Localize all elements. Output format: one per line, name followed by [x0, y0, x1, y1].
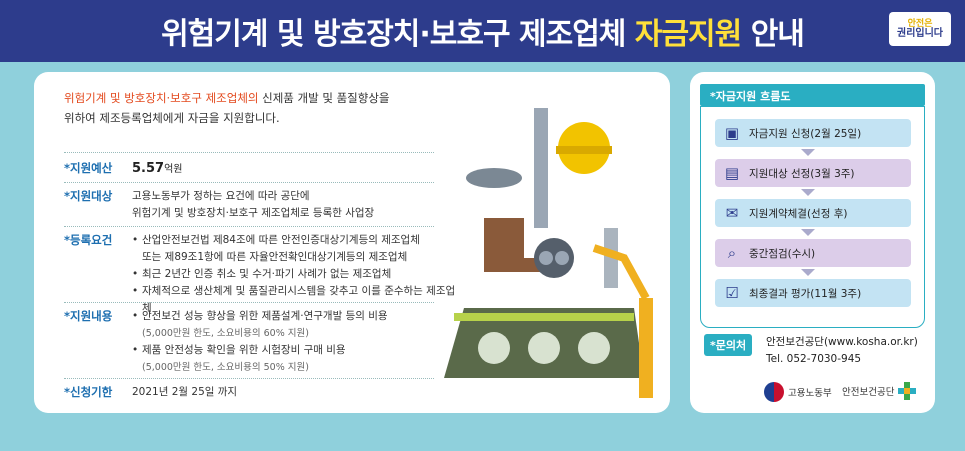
page-title: 위험기계 및 방호장치·보호구 제조업체 자금지원 안내: [161, 17, 805, 52]
flow-card: 자금지원 흐름도 ▣자금지원 신청(2월 25일) ▤지원대상 선정(3월 3주…: [690, 72, 935, 413]
taegeuk-emblem-icon: [764, 382, 784, 402]
flow-step-evaluation: ☑최종결과 평가(11월 3주): [715, 279, 911, 307]
contract-icon: ✉: [725, 204, 739, 222]
flow-step-inspection: ⌕중간점검(수시): [715, 239, 911, 267]
contact-info: 안전보건공단(www.kosha.or.kr) Tel. 052-7030-94…: [766, 336, 918, 365]
header-banner: 위험기계 및 방호장치·보호구 제조업체 자금지원 안내 안전은 권리입니다: [0, 0, 965, 62]
document-icon: ▤: [724, 164, 740, 182]
title-highlight: 자금지원: [634, 17, 742, 52]
equipment-illustration: ₩: [444, 108, 653, 398]
computer-icon: ▣: [724, 124, 740, 142]
agency-cross-icon: [898, 382, 917, 400]
ministry-logo: 고용노동부: [764, 382, 832, 402]
contact-label: 문의처: [704, 334, 753, 356]
checklist-icon: ☑: [725, 284, 739, 302]
flow-title: 자금지원 흐름도: [700, 84, 925, 106]
info-card: 위험기계 및 방호장치·보호구 제조업체의 신제품 개발 및 품질향상을 위하여…: [34, 72, 670, 413]
flow-chart: ▣자금지원 신청(2월 25일) ▤지원대상 선정(3월 3주) ✉지원계약체결…: [700, 106, 925, 328]
intro-text: 위험기계 및 방호장치·보호구 제조업체의 신제품 개발 및 품질향상을 위하여…: [64, 91, 390, 125]
flow-step-contract: ✉지원계약체결(선정 후): [715, 199, 911, 227]
flow-step-apply: ▣자금지원 신청(2월 25일): [715, 119, 911, 147]
magnifier-icon: ⌕: [727, 244, 737, 262]
slogan-logo: 안전은 권리입니다: [889, 12, 951, 46]
agency-logo: 안전보건공단: [842, 382, 917, 400]
flow-step-selection: ▤지원대상 선정(3월 3주): [715, 159, 911, 187]
